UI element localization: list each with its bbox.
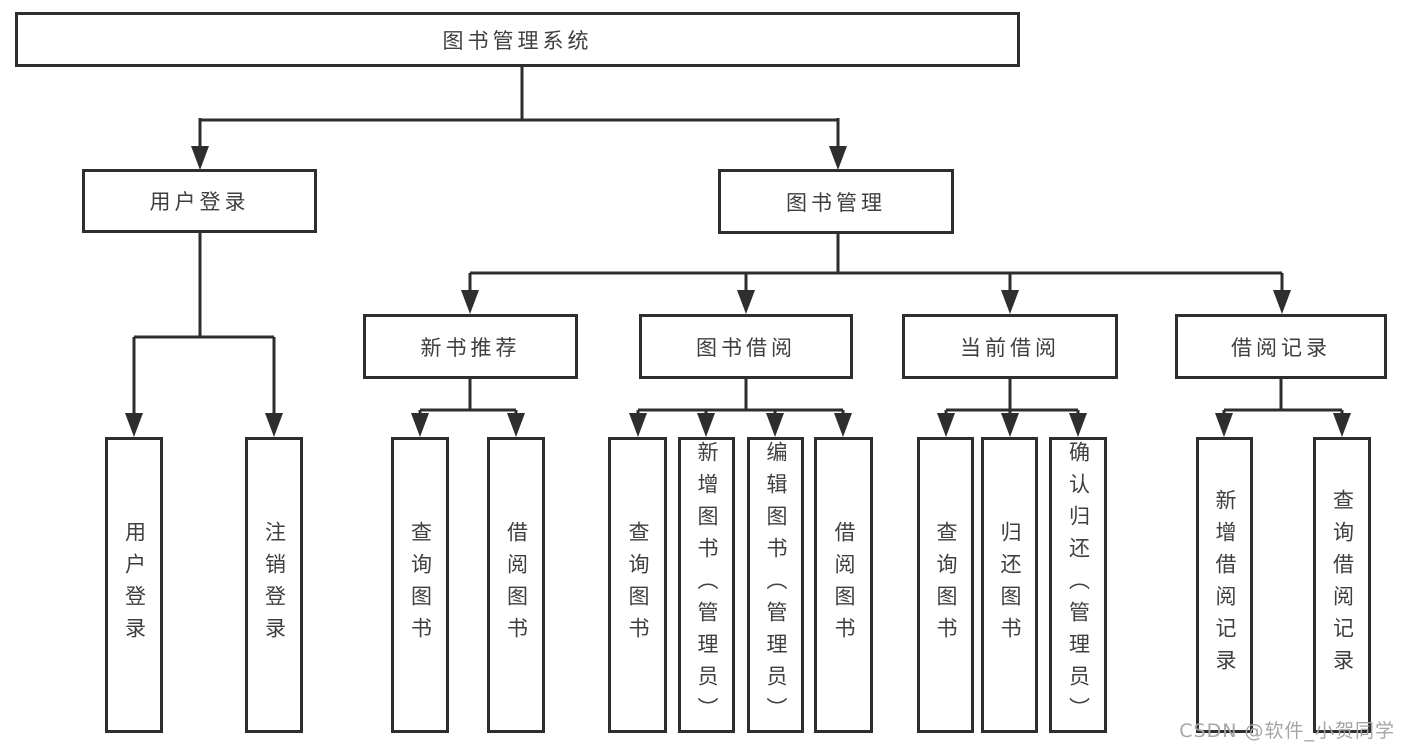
leaf-query-books-borrow: 查询图书 (608, 437, 667, 733)
leaf-query-borrow-record: 查询借阅记录 (1313, 437, 1371, 733)
leaf-edit-book-admin: 编辑图书（管理员） (747, 437, 804, 733)
arrowheads (125, 146, 1351, 437)
leaf-user-login: 用户登录 (105, 437, 163, 733)
node-new-book-recommend: 新书推荐 (363, 314, 578, 379)
node-book-borrowing: 图书借阅 (639, 314, 853, 379)
node-current-borrowing: 当前借阅 (902, 314, 1118, 379)
leaf-add-book-admin: 新增图书（管理员） (678, 437, 735, 733)
connector-recommend-to-leaves (418, 377, 518, 419)
leaf-confirm-return-admin: 确认归还（管理员） (1049, 437, 1107, 733)
leaf-logout: 注销登录 (245, 437, 303, 733)
connector-bookmgmt-to-level2 (468, 232, 1284, 295)
node-book-management: 图书管理 (718, 169, 954, 234)
leaf-add-borrow-record: 新增借阅记录 (1196, 437, 1253, 733)
leaf-query-books-recommend: 查询图书 (391, 437, 449, 733)
leaf-query-books-current: 查询图书 (917, 437, 974, 733)
connector-userlogin-to-leaves (132, 231, 276, 418)
csdn-watermark: CSDN @软件_小贺同学 (1179, 720, 1395, 742)
connector-current-to-leaves (944, 377, 1080, 419)
leaf-return-books: 归还图书 (981, 437, 1038, 733)
node-borrowing-records: 借阅记录 (1175, 314, 1387, 379)
connector-borrowing-to-leaves (636, 377, 845, 419)
node-library-management-system: 图书管理系统 (15, 12, 1020, 67)
leaf-borrow-books-recommend: 借阅图书 (487, 437, 545, 733)
node-user-login: 用户登录 (82, 169, 317, 233)
leaf-borrow-books-borrow: 借阅图书 (814, 437, 873, 733)
connector-records-to-leaves (1222, 377, 1344, 419)
connector-root-to-level1 (198, 66, 840, 152)
